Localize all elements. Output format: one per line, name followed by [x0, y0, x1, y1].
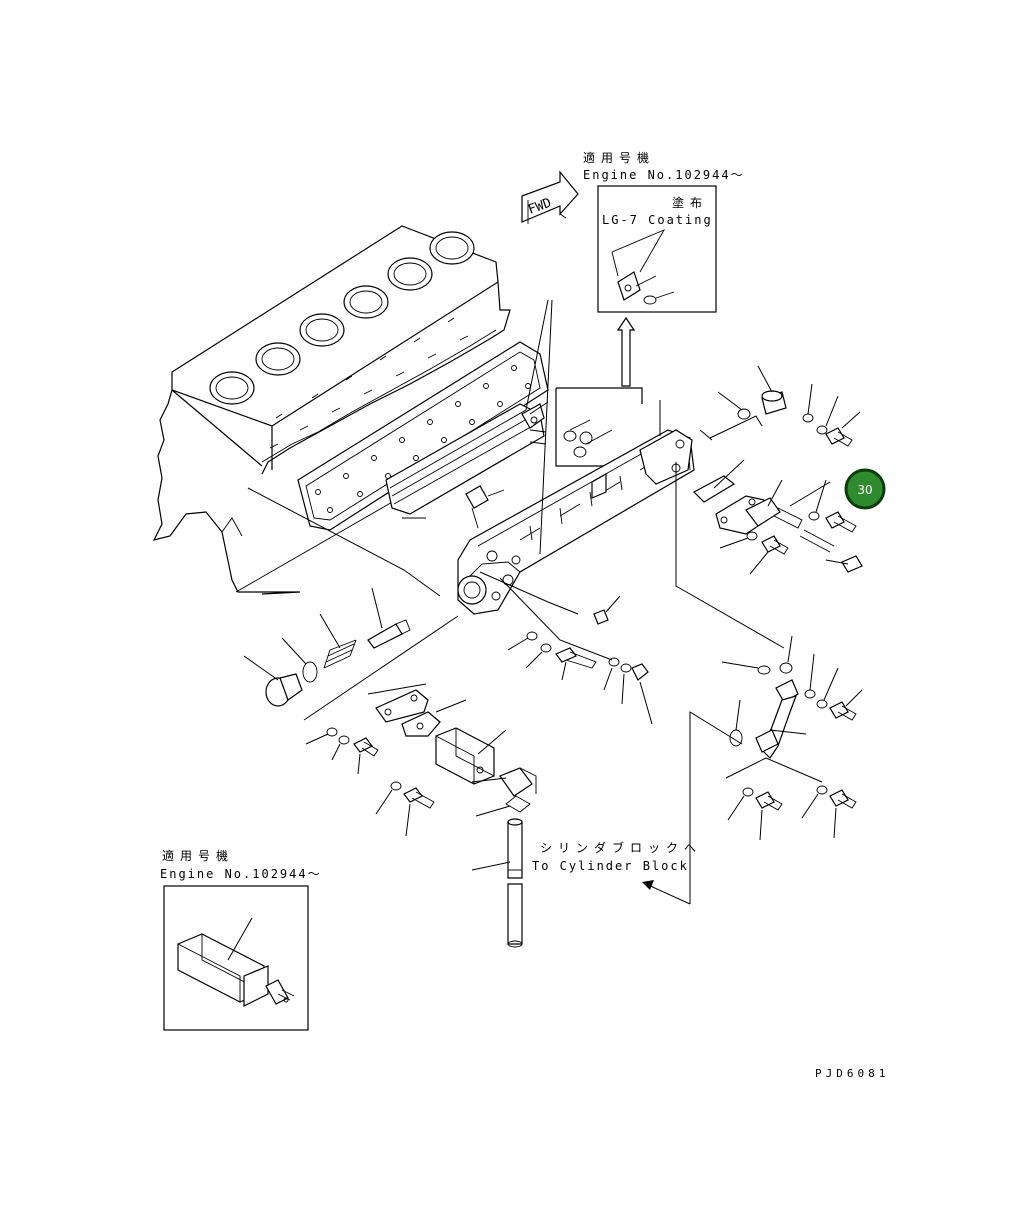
top-applicable-note: 適用号機 Engine No.102944〜	[583, 150, 745, 182]
cylinder-block-note: シリンダブロックへ To Cylinder Block	[532, 711, 743, 905]
top-note-en: Engine No.102944〜	[583, 168, 745, 182]
leader-lines-main	[247, 299, 784, 721]
cylinder-block-note-en: To Cylinder Block	[532, 859, 689, 873]
right-elbow-pipe	[721, 635, 863, 783]
oil-cooler-element	[385, 403, 547, 519]
marker-label: 30	[857, 483, 872, 497]
coating-detail-box: 塗布 LG-7 Coating	[597, 185, 717, 313]
coating-note-en: LG-7 Coating	[602, 213, 713, 227]
engine-block	[152, 225, 511, 595]
bottom-note-en: Engine No.102944〜	[160, 867, 322, 881]
leader-lines-upper	[525, 299, 713, 441]
bottom-note-jp: 適用号機	[162, 848, 234, 863]
coating-note-jp: 塗布	[672, 195, 708, 210]
right-bottom-bolts	[727, 785, 857, 841]
oil-tube	[471, 767, 537, 948]
drawing-code: PJD6081	[815, 1067, 889, 1080]
fwd-arrow-icon: FWD	[521, 170, 579, 224]
top-note-jp: 適用号機	[583, 150, 655, 165]
relief-valve-parts	[243, 587, 411, 707]
bottom-applicable-note: 適用号機 Engine No.102944〜	[160, 848, 322, 1031]
oil-pipe-bracket	[367, 683, 507, 785]
regulator-housing	[693, 459, 863, 575]
bottom-detail-box	[163, 885, 309, 1031]
right-upper-parts	[709, 365, 861, 447]
oil-cooler-cover	[457, 419, 695, 615]
callout-marker-30[interactable]: 30	[844, 468, 886, 510]
fitting-elbow	[465, 485, 505, 529]
left-bottom-bolts	[305, 727, 435, 837]
cylinder-block-note-jp: シリンダブロックへ	[540, 840, 702, 855]
up-arrow-icon	[555, 316, 643, 467]
center-bolts	[507, 595, 653, 725]
